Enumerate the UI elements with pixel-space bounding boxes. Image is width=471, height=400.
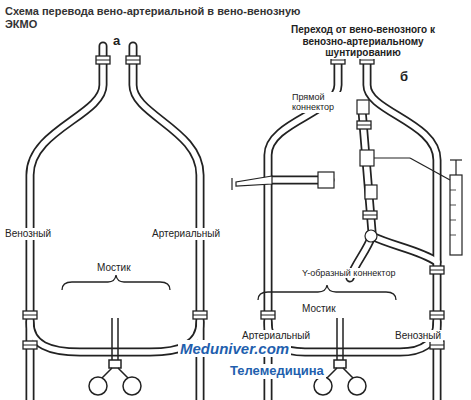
part-label: Y-образный коннектор (300, 268, 397, 278)
panel-letter: а (111, 34, 122, 49)
watermark: Телемедицина (228, 364, 326, 379)
bridge-label: Мостик (300, 303, 338, 315)
hemostat-clamp (89, 318, 366, 395)
tube-connectors (23, 56, 444, 349)
tube-label: Артериальный (150, 228, 222, 240)
tube-outline (30, 46, 437, 400)
bridge-brace (62, 275, 396, 300)
tube-label: Венозный (393, 330, 443, 342)
panel-letter: б (398, 70, 410, 85)
diagram-title: Схема перевода вено-артериальной в вено-… (5, 5, 305, 30)
part-label: Прямой коннектор (290, 92, 350, 113)
tube-label: Венозный (3, 228, 53, 240)
bridge-label: Мостик (95, 262, 133, 274)
stopcock-assembly (232, 100, 462, 255)
watermark: Meduniver.com (178, 340, 291, 357)
panel-heading: Переход от вено-венозного к венозно-арте… (266, 24, 460, 59)
